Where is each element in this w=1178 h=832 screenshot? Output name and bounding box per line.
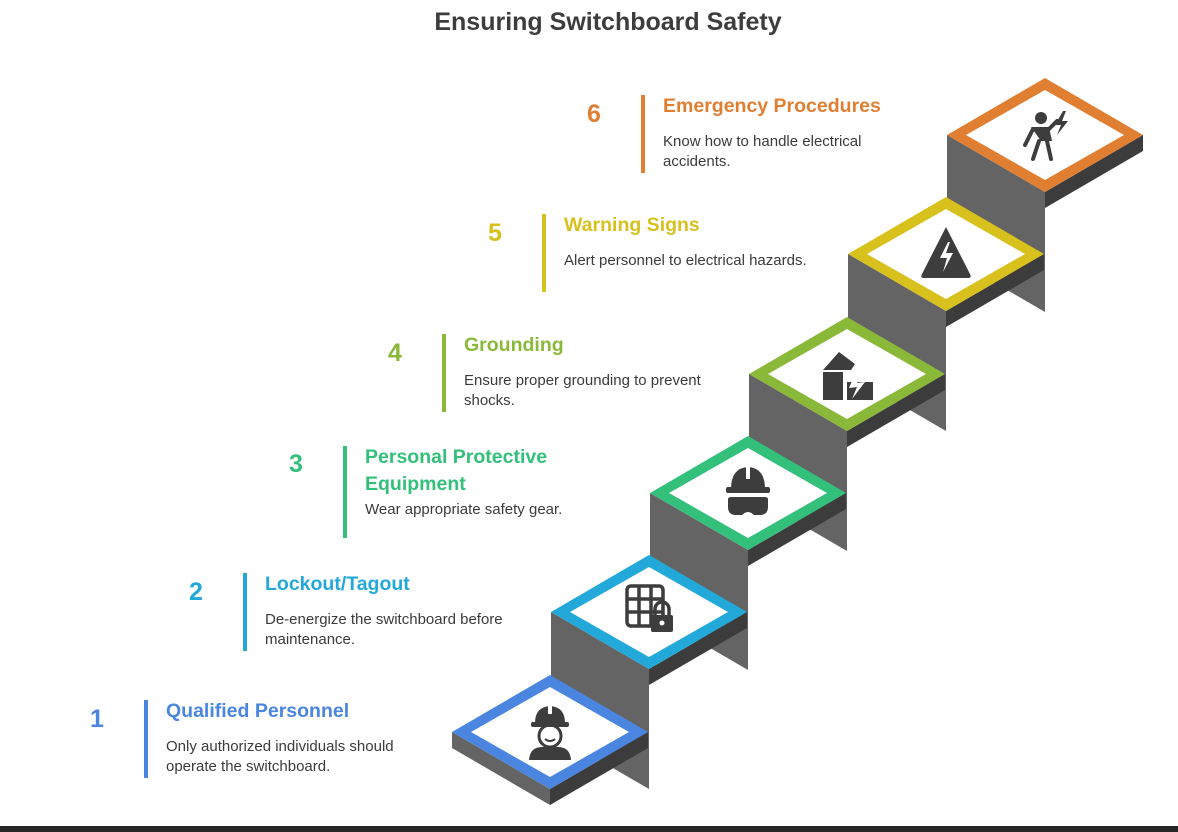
step-6-number: 6	[587, 100, 601, 128]
step-2-description: De-energize the switchboard before maint…	[265, 611, 503, 648]
step-3-accent-bar	[343, 446, 347, 538]
helmet-goggles-icon	[726, 465, 770, 515]
step-3-number: 3	[289, 450, 303, 478]
step-4-side-face	[847, 374, 945, 447]
panel-lock-icon	[625, 584, 673, 632]
step-6-side-face	[1045, 135, 1143, 208]
step-5-number: 5	[488, 219, 502, 247]
step-4-description: Ensure proper grounding to prevent shock…	[464, 372, 701, 409]
step-5-description: Alert personnel to electrical hazards.	[564, 252, 807, 269]
step-1-riser-face	[452, 732, 550, 805]
step-4-inner-panel	[768, 329, 926, 419]
step-6-description: Know how to handle electrical accidents.	[663, 133, 862, 170]
step-1-accent-bar	[144, 700, 148, 778]
step-1-inner-panel	[471, 687, 629, 777]
step-1-title: Qualified Personnel	[166, 700, 350, 722]
step-5-accent-bar	[542, 214, 546, 292]
step-6-accent-bar	[641, 95, 645, 173]
step-3-title: Personal Protective Equipment	[365, 446, 548, 495]
step-5-title: Warning Signs	[564, 214, 700, 236]
step-4-number: 4	[388, 339, 402, 367]
step-3-description: Wear appropriate safety gear.	[365, 501, 563, 518]
step-2-side-face	[649, 612, 747, 685]
step-2-accent-bar	[243, 573, 247, 651]
bottom-divider	[0, 826, 1178, 832]
worker-hardhat-icon	[529, 704, 571, 760]
step-1-side-face	[550, 732, 648, 805]
step-4-title: Grounding	[464, 334, 564, 356]
step-2-title: Lockout/Tagout	[265, 573, 410, 595]
step-5-side-face	[946, 254, 1044, 327]
step-6-title: Emergency Procedures	[663, 95, 881, 117]
step-1-description: Only authorized individuals should opera…	[166, 738, 394, 775]
electrical-accident-icon	[1023, 111, 1068, 161]
high-voltage-warning-icon	[921, 227, 971, 278]
step-4-accent-bar	[442, 334, 446, 412]
step-1-number: 1	[90, 705, 104, 733]
step-3-side-face	[748, 493, 846, 566]
grounding-bolt-icon	[823, 352, 873, 400]
step-2-number: 2	[189, 578, 203, 606]
step-1-block	[452, 675, 648, 805]
step-4-block	[749, 317, 945, 551]
diagram-title: Ensuring Switchboard Safety	[434, 8, 782, 36]
